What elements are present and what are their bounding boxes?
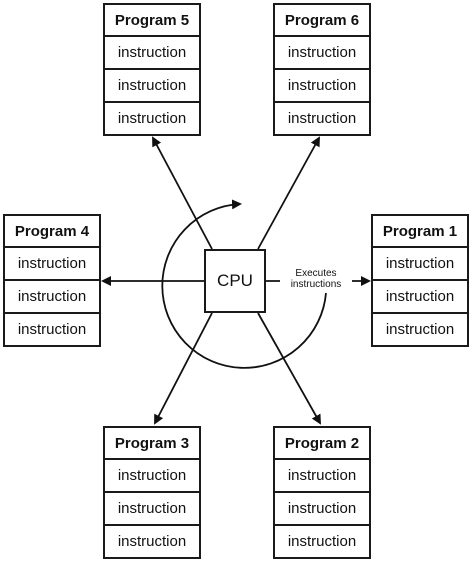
cpu-label: CPU [217, 271, 253, 290]
program-title: Program 5 [103, 3, 201, 37]
instruction-cell: instruction [371, 281, 469, 314]
rotation-arc [161, 199, 327, 369]
program-4-box: Program 4 instruction instruction instru… [3, 214, 101, 347]
program-title: Program 4 [3, 214, 101, 248]
arrow-to-program-5 [152, 136, 213, 250]
instruction-cell: instruction [103, 526, 201, 559]
instruction-cell: instruction [103, 103, 201, 136]
program-2-box: Program 2 instruction instruction instru… [273, 426, 371, 559]
instruction-cell: instruction [273, 460, 371, 493]
instruction-cell: instruction [273, 493, 371, 526]
arrow-to-program-6 [257, 136, 320, 250]
instruction-cell: instruction [273, 103, 371, 136]
program-title: Program 1 [371, 214, 469, 248]
annotation-line-1: Executes [295, 268, 337, 279]
cpu-box: CPU [204, 249, 266, 313]
arrow-to-program-2 [257, 312, 321, 425]
instruction-cell: instruction [371, 314, 469, 347]
instruction-cell: instruction [273, 526, 371, 559]
program-title: Program 3 [103, 426, 201, 460]
instruction-cell: instruction [103, 70, 201, 103]
program-5-box: Program 5 instruction instruction instru… [103, 3, 201, 136]
instruction-cell: instruction [3, 314, 101, 347]
program-1-box: Program 1 instruction instruction instru… [371, 214, 469, 347]
instruction-cell: instruction [103, 37, 201, 70]
program-title: Program 6 [273, 3, 371, 37]
instruction-cell: instruction [273, 37, 371, 70]
arrow-to-program-3 [154, 312, 213, 425]
instruction-cell: instruction [371, 248, 469, 281]
program-6-box: Program 6 instruction instruction instru… [273, 3, 371, 136]
program-3-box: Program 3 instruction instruction instru… [103, 426, 201, 559]
instruction-cell: instruction [273, 70, 371, 103]
executes-annotation: Executes instructions [280, 268, 352, 290]
annotation-line-2: instructions [290, 279, 342, 290]
program-title: Program 2 [273, 426, 371, 460]
instruction-cell: instruction [103, 493, 201, 526]
instruction-cell: instruction [3, 281, 101, 314]
instruction-cell: instruction [3, 248, 101, 281]
instruction-cell: instruction [103, 460, 201, 493]
